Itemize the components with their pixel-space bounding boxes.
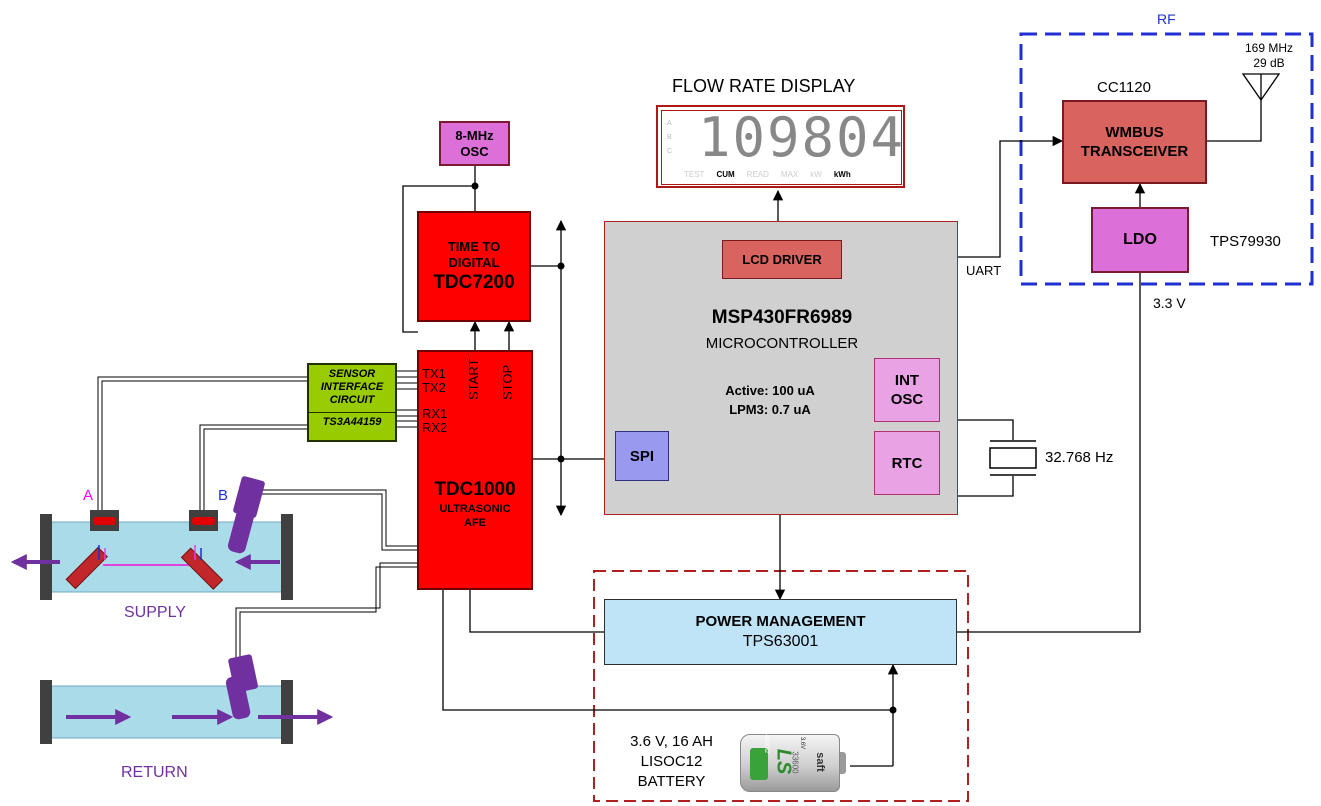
antenna-symbol [1241,73,1281,102]
tdc7200-block: TIME TO DIGITAL TDC7200 [417,211,531,322]
tdc1000-block: TX1 TX2 RX1 RX2 START STOP TDC1000 ULTRA… [417,350,533,590]
pin-rx2: RX2 [422,420,448,435]
lcd-driver-block: LCD DRIVER [722,240,842,279]
mcu-block: LCD DRIVER MSP430FR6989 MICROCONTROLLER … [604,221,958,515]
display-title: FLOW RATE DISPLAY [672,76,856,96]
tdc1000-text: TDC1000 ULTRASONIC AFE [434,479,516,529]
v33-wire [957,273,1141,633]
ldo-block: LDO [1091,207,1189,273]
pin-rx1: RX1 [422,406,448,421]
power-management-block: POWER MANAGEMENT TPS63001 [604,599,957,665]
pin-tx2: TX2 [422,380,446,395]
display-reading: 109804 [698,106,906,169]
sensor-b-label: B [218,487,229,504]
sensor-a-label: A [83,487,94,504]
pin-tx1: TX1 [422,366,446,381]
return-pipe [40,654,334,744]
transducer-cables [97,370,418,668]
uart-label: UART [966,263,1002,278]
spi-block: SPI [615,431,669,481]
supply-pipe [10,476,293,600]
rf-boundary [1019,32,1314,286]
battery-image: LS 33600 saft Li-SOCl2 3.6V [740,729,846,792]
ldo-part: TPS79930 [1210,233,1281,250]
supply-label: SUPPLY [124,604,186,621]
start-label: START [466,358,481,400]
v33-label: 3.3 V [1153,295,1186,311]
return-label: RETURN [121,764,188,781]
tdc1000-battery-wire [442,590,893,711]
tdc1000-power-wire [469,590,604,633]
power-boundary [593,570,969,802]
mcu-type: MICROCONTROLLER [705,335,859,352]
crystal-symbol [989,447,1037,469]
sensor-interface-block: SENSOR INTERFACE CIRCUIT TS3A44159 [307,363,397,442]
rtc-block: RTC [874,431,940,495]
stop-label: STOP [500,364,515,400]
antenna-feed [1207,100,1262,142]
crystal-label: 32.768 Hz [1045,449,1114,466]
mcu-part: MSP430FR6989 [711,307,853,328]
transceiver-part: CC1120 [1097,79,1151,96]
osc-to-tdc1000-wire [402,185,475,333]
rf-label: RF [1157,11,1176,27]
display-bottom-labels: TEST CUM READ MAX kW kWh [684,170,851,179]
